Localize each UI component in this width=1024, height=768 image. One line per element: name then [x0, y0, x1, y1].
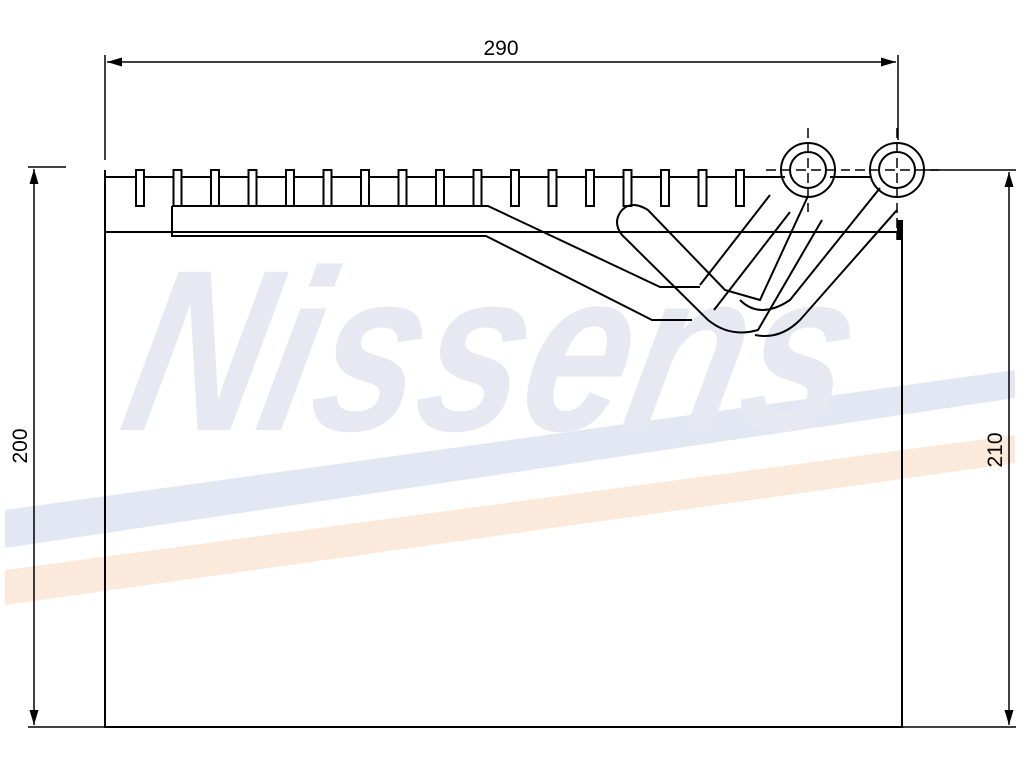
pipe-right-fitting — [699, 194, 791, 311]
pipe-left-fitting — [616, 195, 823, 334]
header-fin — [435, 169, 445, 207]
header-fin — [285, 169, 295, 207]
header-fin — [585, 169, 595, 207]
watermark: Nissens — [5, 222, 1015, 605]
watermark-stripe-orange — [5, 435, 1015, 605]
header-fin — [510, 169, 520, 207]
refrigerant-pipes — [171, 187, 898, 337]
header-fin — [135, 169, 145, 207]
header-fin — [547, 169, 558, 207]
header-fin — [210, 169, 220, 207]
dimension-right-height: 210 — [903, 169, 1016, 728]
pipe-long — [171, 205, 700, 321]
header-fin — [247, 169, 258, 207]
header-fin — [322, 169, 333, 207]
end-plug — [897, 220, 903, 240]
header-fin — [397, 169, 408, 207]
header-fin — [697, 169, 708, 207]
dimension-width-label: 290 — [483, 37, 518, 60]
dimension-left-height-label: 200 — [9, 428, 32, 463]
dimension-right-height-label: 210 — [984, 432, 1007, 467]
pipe-outer — [739, 187, 898, 337]
header-fin — [360, 169, 370, 207]
header-fins — [135, 169, 745, 207]
header-fin — [735, 169, 745, 207]
header-fin — [172, 169, 183, 207]
dimension-left-height: 200 — [9, 166, 104, 728]
watermark-logo: Nissens — [106, 222, 881, 479]
header-fin — [472, 169, 483, 207]
header-fin — [660, 169, 670, 207]
dimension-width: 290 — [104, 37, 899, 160]
watermark-stripe-blue — [5, 370, 1015, 548]
header-fin — [622, 169, 633, 207]
fitting-left — [766, 128, 850, 212]
